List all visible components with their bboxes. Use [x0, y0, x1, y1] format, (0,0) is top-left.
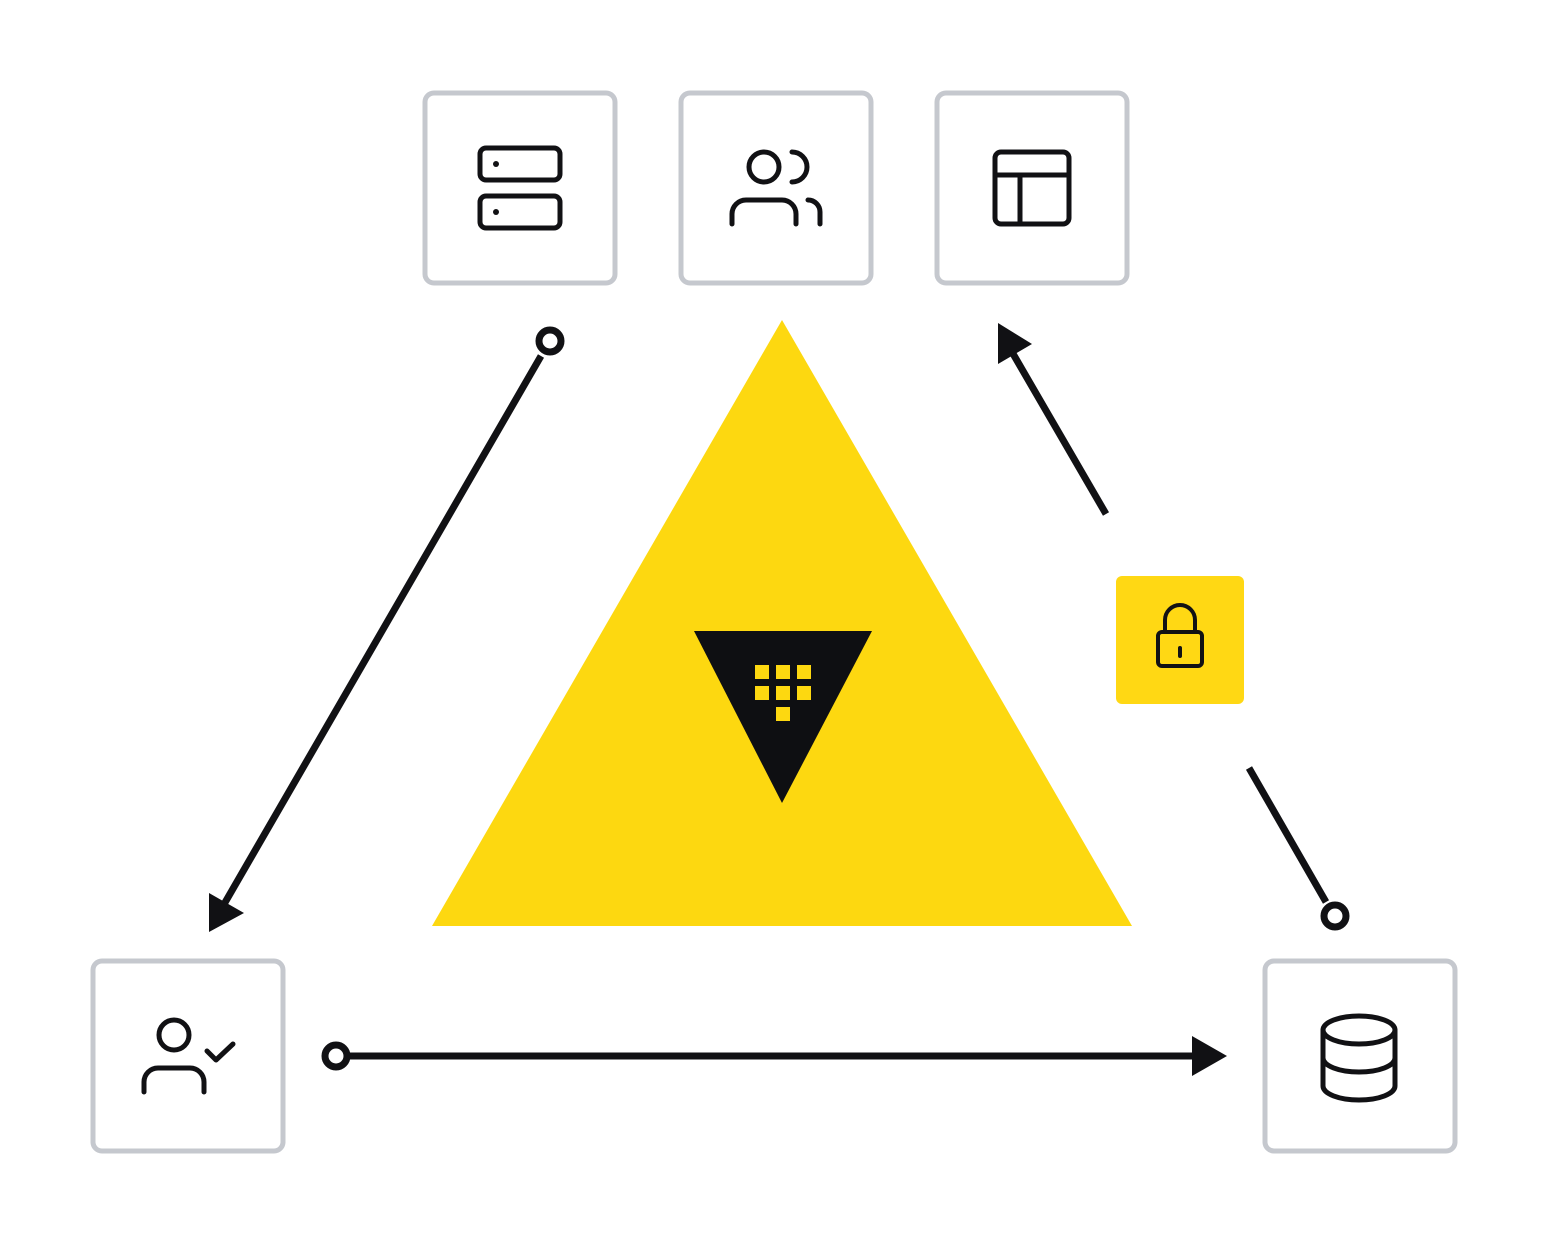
- node-users[interactable]: [678, 90, 874, 286]
- node-layout[interactable]: [934, 90, 1130, 286]
- server-stack-icon: [477, 145, 563, 231]
- connector-servers-to-user: [209, 326, 565, 932]
- central-triangle: [432, 320, 1132, 926]
- database-icon: [1320, 1013, 1398, 1103]
- lock-badge: [1116, 576, 1244, 704]
- lock-icon: [1156, 603, 1204, 668]
- node-servers[interactable]: [422, 90, 618, 286]
- vault-logo-icon: [694, 631, 872, 803]
- arrowhead: [209, 893, 244, 932]
- connector-user-to-database: [321, 1036, 1227, 1076]
- arrowhead: [998, 323, 1032, 364]
- node-verified-user[interactable]: [90, 958, 286, 1154]
- layout-panel-icon: [992, 149, 1072, 227]
- connector-database-to-layout: [998, 323, 1350, 931]
- node-database[interactable]: [1262, 958, 1458, 1154]
- user-check-icon: [141, 1017, 236, 1095]
- users-group-icon: [729, 149, 823, 227]
- arrowhead: [1192, 1036, 1227, 1076]
